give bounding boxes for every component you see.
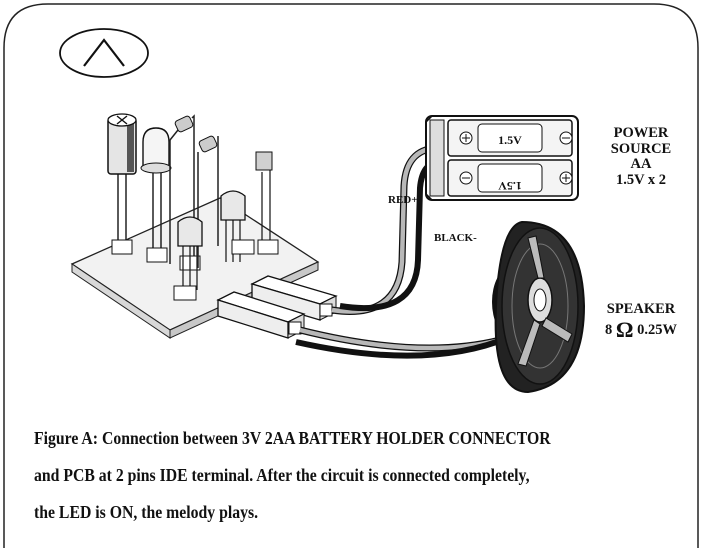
- badge-letter-a: [83, 38, 125, 67]
- battery-label-top: 1.5V: [498, 133, 522, 147]
- power-source-label: POWER SOURCE AA 1.5V x 2: [586, 125, 696, 189]
- transistor: [173, 216, 203, 301]
- ide-terminal: [216, 291, 306, 339]
- led: [140, 127, 172, 263]
- ide-terminal: [250, 275, 338, 321]
- battery-label-bottom: 1.5V: [498, 179, 522, 193]
- frame-border: [3, 3, 699, 548]
- speaker-ohm-value: 8: [605, 321, 613, 338]
- speaker: [492, 220, 586, 394]
- caption-line: Figure A: Connection between 3V 2AA BATT…: [34, 428, 551, 448]
- resistor: [197, 135, 219, 268]
- figure-badge: [59, 28, 149, 78]
- red-wire-label: RED+: [388, 194, 418, 206]
- battery-holder: 1.5V 1.5V: [425, 115, 579, 201]
- speaker-spec: 8 Ω 0.25W: [586, 316, 696, 342]
- caption-line: the LED is ON, the melody plays.: [34, 502, 259, 522]
- black-wire-label: BLACK-: [434, 232, 477, 244]
- speaker-power: 0.25W: [637, 321, 677, 338]
- speaker-name: SPEAKER: [606, 301, 676, 317]
- transistor: [220, 190, 255, 262]
- power-label-line: POWER: [613, 125, 669, 141]
- capacitor: [107, 113, 137, 255]
- speaker-label: SPEAKER 8 Ω 0.25W: [586, 301, 696, 342]
- power-label-line: SOURCE: [610, 140, 672, 157]
- caption-line: and PCB at 2 pins IDE terminal. After th…: [34, 465, 530, 485]
- power-label-line: AA: [630, 156, 652, 173]
- ic-chip: [255, 151, 279, 255]
- power-label-line: 1.5V x 2: [615, 171, 667, 188]
- ohm-symbol: Ω: [615, 316, 634, 342]
- figure-caption: Figure A: Connection between 3V 2AA BATT…: [34, 420, 628, 531]
